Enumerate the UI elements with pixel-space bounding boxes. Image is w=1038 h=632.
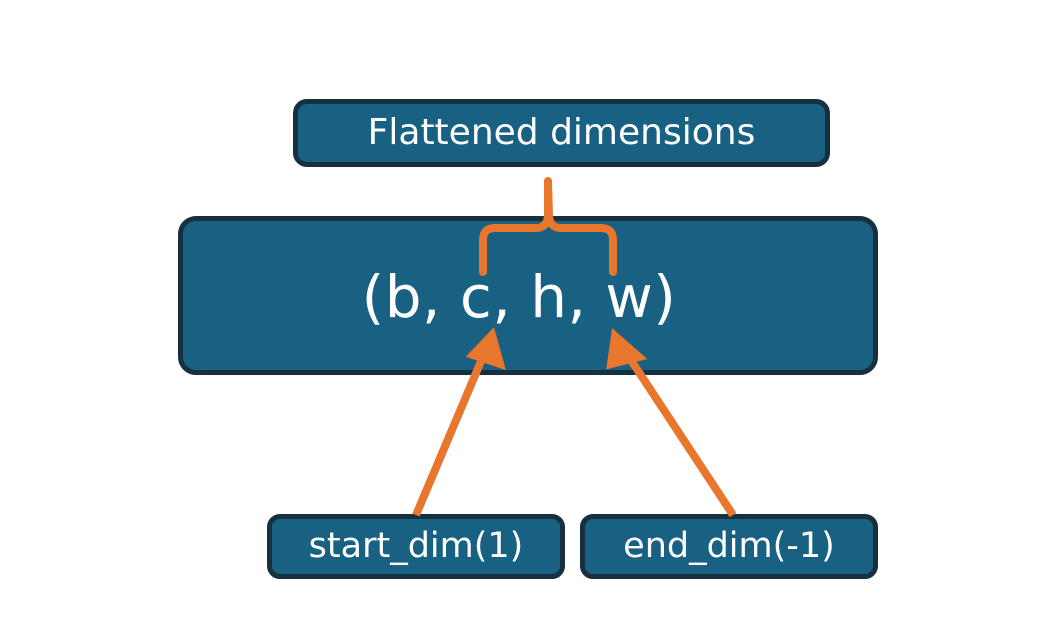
end-dim-box: end_dim(-1): [580, 514, 878, 579]
flattened-dimensions-label: Flattened dimensions: [367, 112, 756, 153]
end-dim-label: end_dim(-1): [623, 526, 835, 566]
start-dim-label: start_dim(1): [308, 526, 524, 566]
tensor-shape-label: (b, c, h, w): [361, 262, 677, 331]
start-dim-box: start_dim(1): [267, 514, 565, 579]
flattened-dimensions-box: Flattened dimensions: [293, 99, 830, 167]
tensor-shape-box: (b, c, h, w): [178, 216, 878, 375]
